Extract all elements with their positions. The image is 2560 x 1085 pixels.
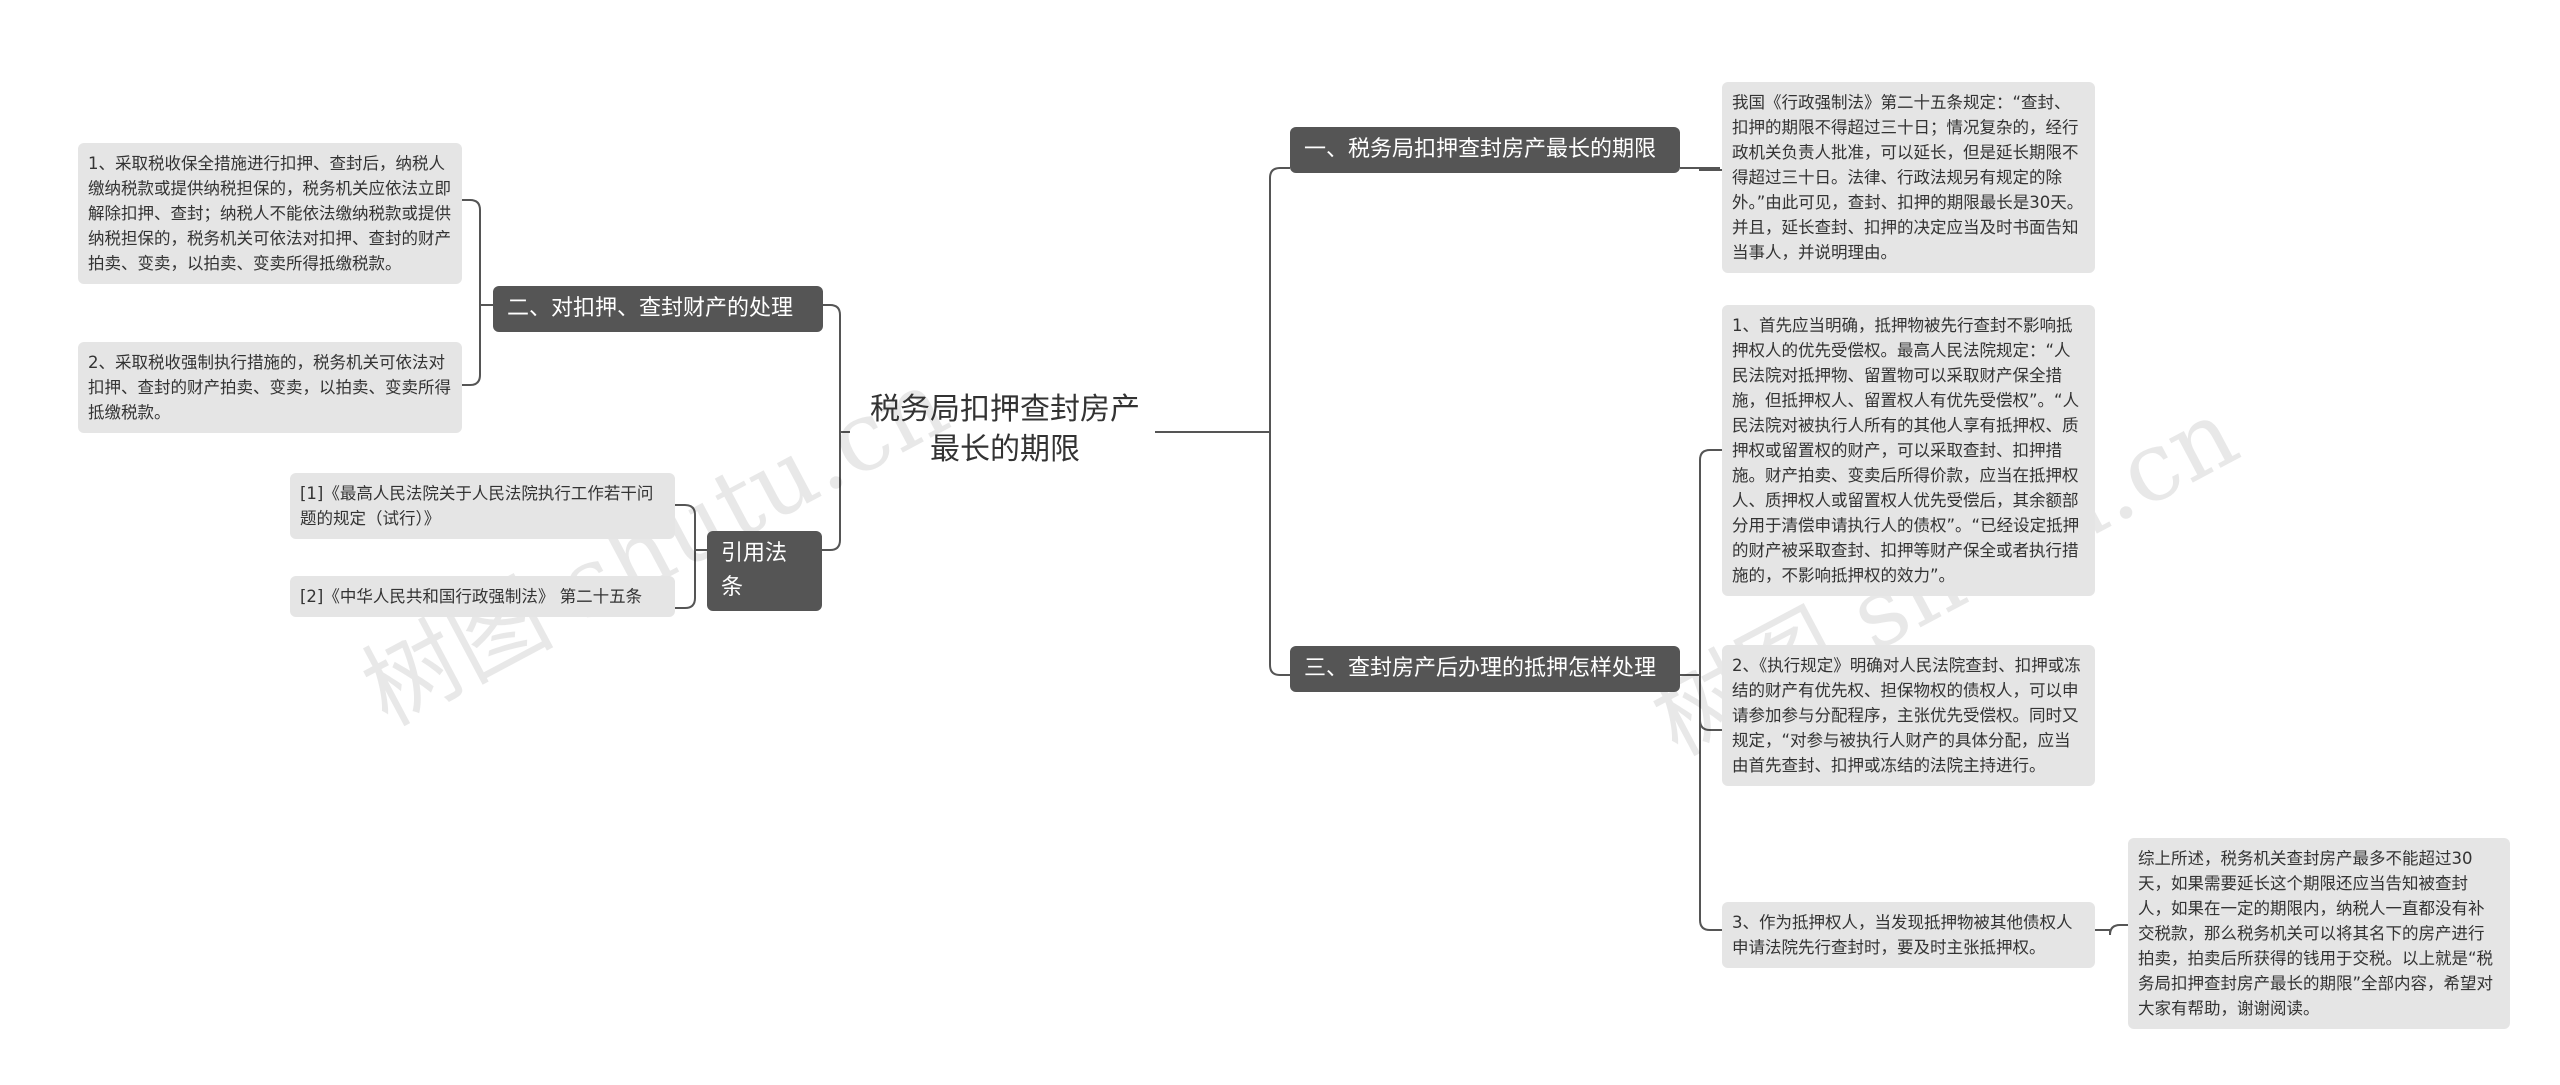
leaf-seized-point-2[interactable]: 2、采取税收强制执行措施的，税务机关可依法对扣押、查封的财产拍卖、变卖，以拍卖、… <box>78 342 462 433</box>
leaf-text: 2、采取税收强制执行措施的，税务机关可依法对扣押、查封的财产拍卖、变卖，以拍卖、… <box>88 353 451 422</box>
leaf-mortgage-point-2[interactable]: 2、《执行规定》明确对人民法院查封、扣押或冻结的财产有优先权、担保物权的债权人，… <box>1722 645 2095 786</box>
leaf-max-period-detail[interactable]: 我国《行政强制法》第二十五条规定：“查封、扣押的期限不得超过三十日；情况复杂的，… <box>1722 82 2095 273</box>
connector-left2 <box>675 504 707 609</box>
branch-label: 二、对扣押、查封财产的处理 <box>507 296 794 321</box>
leaf-text: 我国《行政强制法》第二十五条规定：“查封、扣押的期限不得超过三十日；情况复杂的，… <box>1732 93 2084 262</box>
leaf-citation-2[interactable]: [2]《中华人民共和国行政强制法》 第二十五条 <box>290 576 675 617</box>
connector-root-left <box>820 304 850 551</box>
leaf-text: [2]《中华人民共和国行政强制法》 第二十五条 <box>300 587 643 606</box>
root-title: 税务局扣押查封房产最长的期限 <box>870 392 1140 467</box>
branch-label: 引用法条 <box>721 541 788 600</box>
branch-cited-laws[interactable]: 引用法条 <box>707 531 822 611</box>
leaf-text: 1、首先应当明确，抵押物被先行查封不影响抵押权人的优先受偿权。最高人民法院规定：… <box>1732 316 2080 585</box>
leaf-mortgage-point-1[interactable]: 1、首先应当明确，抵押物被先行查封不影响抵押权人的优先受偿权。最高人民法院规定：… <box>1722 305 2095 596</box>
leaf-text: 3、作为抵押权人，当发现抵押物被其他债权人申请法院先行查封时，要及时主张抵押权。 <box>1732 913 2073 957</box>
root-topic[interactable]: 税务局扣押查封房产最长的期限 <box>860 390 1150 470</box>
branch-seized-property[interactable]: 二、对扣押、查封财产的处理 <box>493 286 823 332</box>
leaf-citation-1[interactable]: [1]《最高人民法院关于人民法院执行工作若干问题的规定（试行）》 <box>290 473 675 539</box>
leaf-text: [1]《最高人民法院关于人民法院执行工作若干问题的规定（试行）》 <box>300 484 654 528</box>
leaf-mortgage-point-3[interactable]: 3、作为抵押权人，当发现抵押物被其他债权人申请法院先行查封时，要及时主张抵押权。 <box>1722 902 2095 968</box>
branch-mortgage-handling[interactable]: 三、查封房产后办理的抵押怎样处理 <box>1290 646 1680 692</box>
connector-right1 <box>1680 167 1722 171</box>
leaf-text: 1、采取税收保全措施进行扣押、查封后，纳税人缴纳税款或提供纳税担保的，税务机关应… <box>88 154 451 273</box>
connector-r2c <box>2095 924 2128 936</box>
connector-root-right <box>1155 167 1290 676</box>
leaf-seized-point-1[interactable]: 1、采取税收保全措施进行扣押、查封后，纳税人缴纳税款或提供纳税担保的，税务机关应… <box>78 143 462 284</box>
connector-left1 <box>462 199 493 386</box>
branch-label: 一、税务局扣押查封房产最长的期限 <box>1304 137 1657 162</box>
branch-label: 三、查封房产后办理的抵押怎样处理 <box>1304 656 1657 681</box>
leaf-summary[interactable]: 综上所述，税务机关查封房产最多不能超过30天，如果需要延长这个期限还应当告知被查… <box>2128 838 2510 1029</box>
leaf-text: 综上所述，税务机关查封房产最多不能超过30天，如果需要延长这个期限还应当告知被查… <box>2138 849 2494 1018</box>
connector-right2 <box>1680 449 1722 931</box>
branch-max-period[interactable]: 一、税务局扣押查封房产最长的期限 <box>1290 127 1680 173</box>
leaf-text: 2、《执行规定》明确对人民法院查封、扣押或冻结的财产有优先权、担保物权的债权人，… <box>1732 656 2081 775</box>
